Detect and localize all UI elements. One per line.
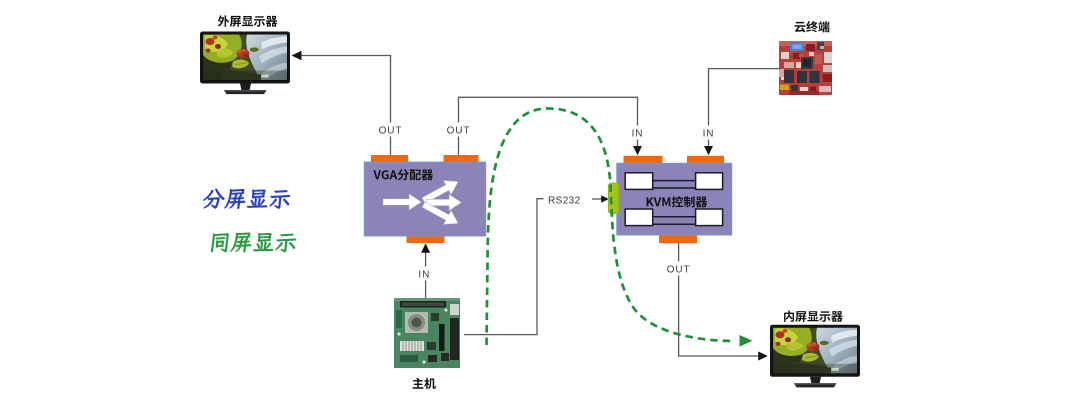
- svg-text:OUT: OUT: [667, 265, 691, 276]
- svg-text:OUT: OUT: [447, 126, 471, 137]
- svg-text:RS232: RS232: [548, 196, 581, 207]
- svg-text:IN: IN: [632, 129, 644, 140]
- svg-text:IN: IN: [703, 129, 715, 140]
- svg-text:IN: IN: [418, 270, 430, 281]
- svg-text:OUT: OUT: [379, 126, 403, 137]
